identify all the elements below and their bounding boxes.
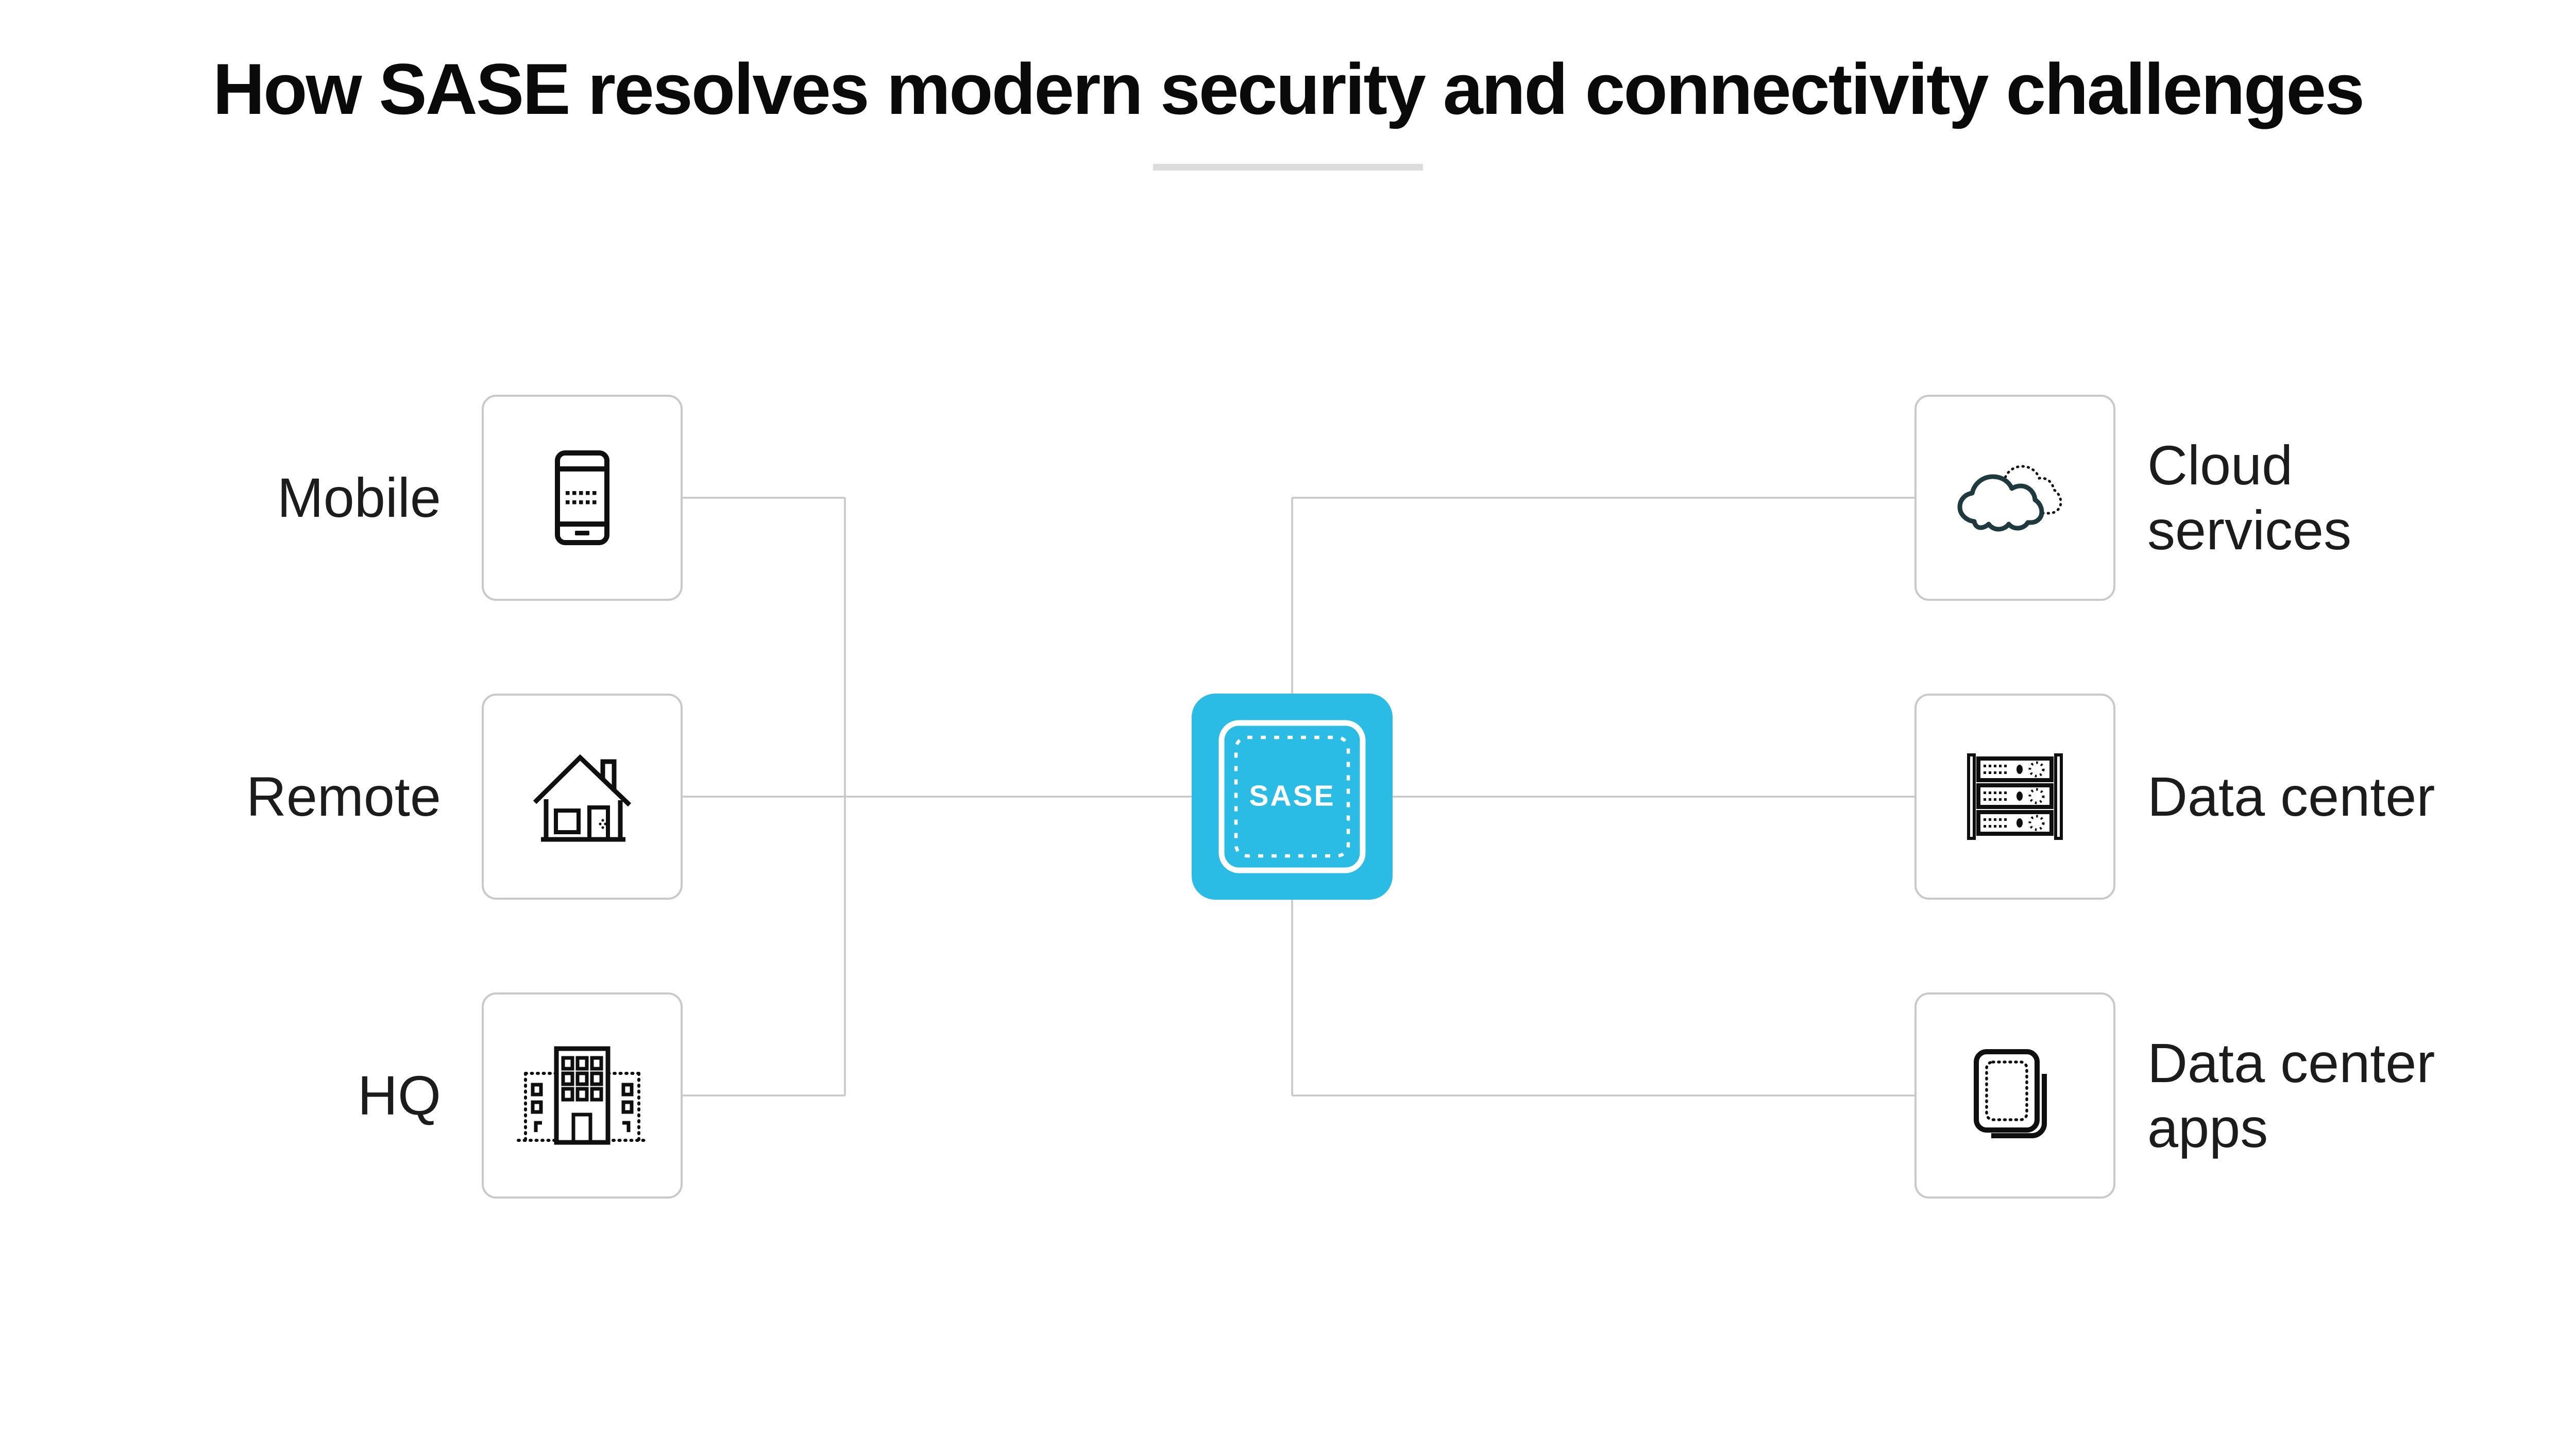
- stacked-cards-icon: [1974, 1049, 2047, 1138]
- node-data-center-apps: [1914, 992, 2115, 1199]
- smartphone-icon: [555, 450, 609, 545]
- label-data-center-apps: Data center apps: [2147, 1031, 2435, 1159]
- node-cloud-services: [1914, 395, 2115, 601]
- node-data-center: [1914, 694, 2115, 900]
- office-building-icon: [517, 1046, 648, 1145]
- house-icon: [533, 754, 632, 842]
- sase-frame-icon: [1218, 720, 1366, 873]
- cloud-icon: [1957, 465, 2062, 532]
- node-sase: SASE: [1192, 694, 1393, 900]
- label-cloud-services: Cloud services: [2147, 433, 2352, 561]
- label-remote: Remote: [246, 765, 441, 828]
- label-mobile: Mobile: [277, 466, 441, 529]
- node-mobile: [482, 395, 683, 601]
- sase-label: SASE: [1249, 779, 1335, 813]
- label-hq: HQ: [358, 1064, 441, 1126]
- node-remote: [482, 694, 683, 900]
- label-data-center: Data center: [2147, 765, 2435, 828]
- title-divider: [1153, 164, 1423, 171]
- server-rack-icon: [1967, 753, 2063, 840]
- node-hq: [482, 992, 683, 1199]
- page-title: How SASE resolves modern security and co…: [212, 48, 2365, 129]
